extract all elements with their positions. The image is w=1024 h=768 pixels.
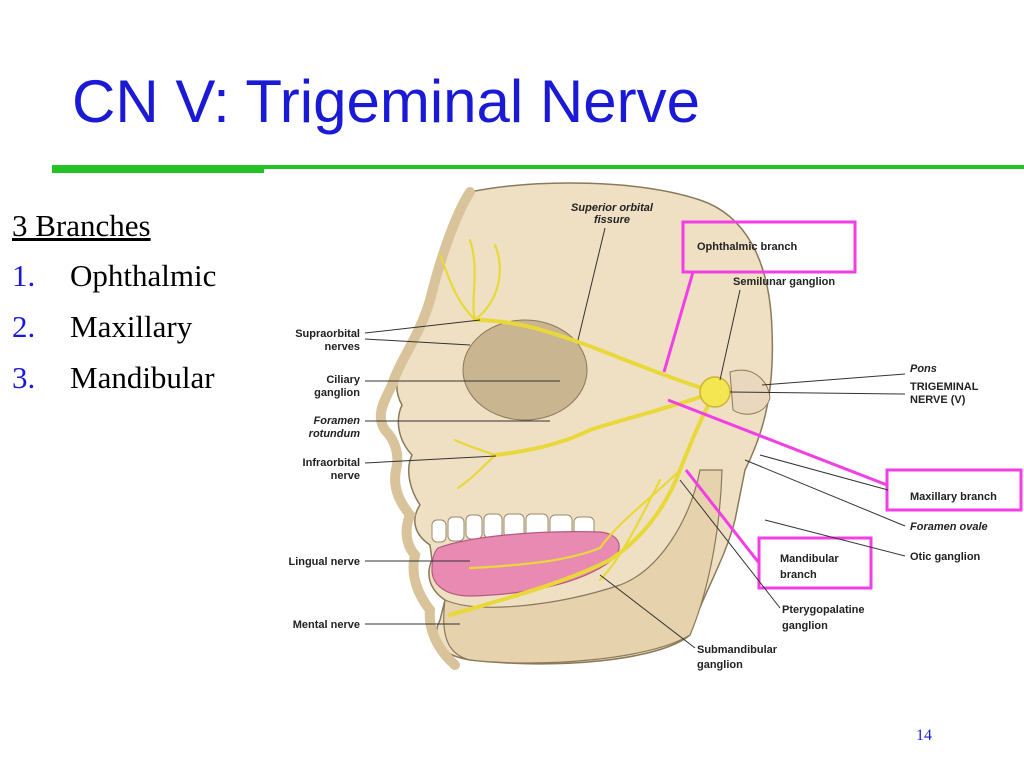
orbit-illustration — [462, 319, 588, 421]
label-foramen-rotundum: Foramen — [314, 415, 361, 427]
page-number: 14 — [916, 727, 932, 744]
label-pterygopalatine-ganglion: ganglion — [782, 620, 828, 632]
label-pons: Pons — [910, 363, 937, 375]
label-pterygopalatine-ganglion: Pterygopalatine — [782, 604, 865, 616]
label-leaders — [364, 227, 906, 649]
maxillary-highlight-box — [885, 468, 1023, 512]
label-otic-ganglion: Otic ganglion — [910, 551, 981, 563]
label-semilunar-ganglion: Semilunar ganglion — [733, 276, 835, 288]
label-supraorbital-nerves: nerves — [325, 341, 360, 353]
label-ciliary-ganglion: Ciliary — [326, 374, 361, 386]
label-submandibular-ganglion: Submandibular — [697, 644, 778, 656]
ophthalmic-connector — [662, 271, 695, 373]
branch-list: 1. Ophthalmic 2. Maxillary 3. Mandibular — [12, 258, 216, 396]
branch-number: 3. — [12, 360, 36, 395]
branches-block: 3 Branches 1. Ophthalmic 2. Maxillary 3.… — [12, 208, 216, 411]
label-trigeminal-nerve: TRIGEMINAL — [910, 381, 979, 393]
trigeminal-nerve-illustration: Superior orbital fissure Ophthalmic bran… — [288, 182, 1023, 671]
ophthalmic-highlight-box — [681, 220, 857, 274]
label-infraorbital-nerve: Infraorbital — [303, 457, 360, 469]
maxillary-connector — [667, 398, 888, 487]
face-profile — [375, 187, 475, 670]
branch-label: Mandibular — [70, 360, 215, 395]
branch-item-maxillary: 2. Maxillary — [12, 309, 216, 345]
label-superior-orbital: fissure — [594, 214, 630, 226]
title-underline-thin — [264, 165, 1024, 169]
label-supraorbital-nerves: Supraorbital — [295, 328, 360, 340]
label-superior-orbital: Superior orbital — [571, 202, 654, 214]
branch-item-mandibular: 3. Mandibular — [12, 360, 216, 396]
slide-title: CN V: Trigeminal Nerve — [72, 68, 700, 135]
label-mandibular-branch: Mandibular — [780, 553, 839, 565]
label-infraorbital-nerve: nerve — [331, 470, 360, 482]
label-ophthalmic-branch: Ophthalmic branch — [697, 241, 798, 253]
semilunar-ganglion-mark — [699, 376, 731, 408]
nerve-paths — [438, 238, 717, 617]
label-ciliary-ganglion: ganglion — [314, 387, 360, 399]
label-foramen-ovale: Foramen ovale — [910, 521, 988, 533]
label-trigeminal-nerve: NERVE (V) — [910, 394, 966, 406]
label-submandibular-ganglion: ganglion — [697, 659, 743, 671]
label-mandibular-branch: branch — [780, 569, 817, 581]
branch-label: Ophthalmic — [70, 258, 217, 293]
branch-number: 1. — [12, 258, 36, 293]
branch-number: 2. — [12, 309, 36, 344]
label-mental-nerve: Mental nerve — [293, 619, 360, 631]
mandibular-connector — [684, 469, 761, 564]
branch-item-ophthalmic: 1. Ophthalmic — [12, 258, 216, 294]
title-underline-thick — [52, 165, 264, 173]
branch-label: Maxillary — [70, 309, 193, 344]
branches-heading: 3 Branches — [12, 208, 151, 243]
label-maxillary-branch: Maxillary branch — [910, 491, 997, 503]
label-foramen-rotundum: rotundum — [309, 428, 361, 440]
label-lingual-nerve: Lingual nerve — [288, 556, 360, 568]
